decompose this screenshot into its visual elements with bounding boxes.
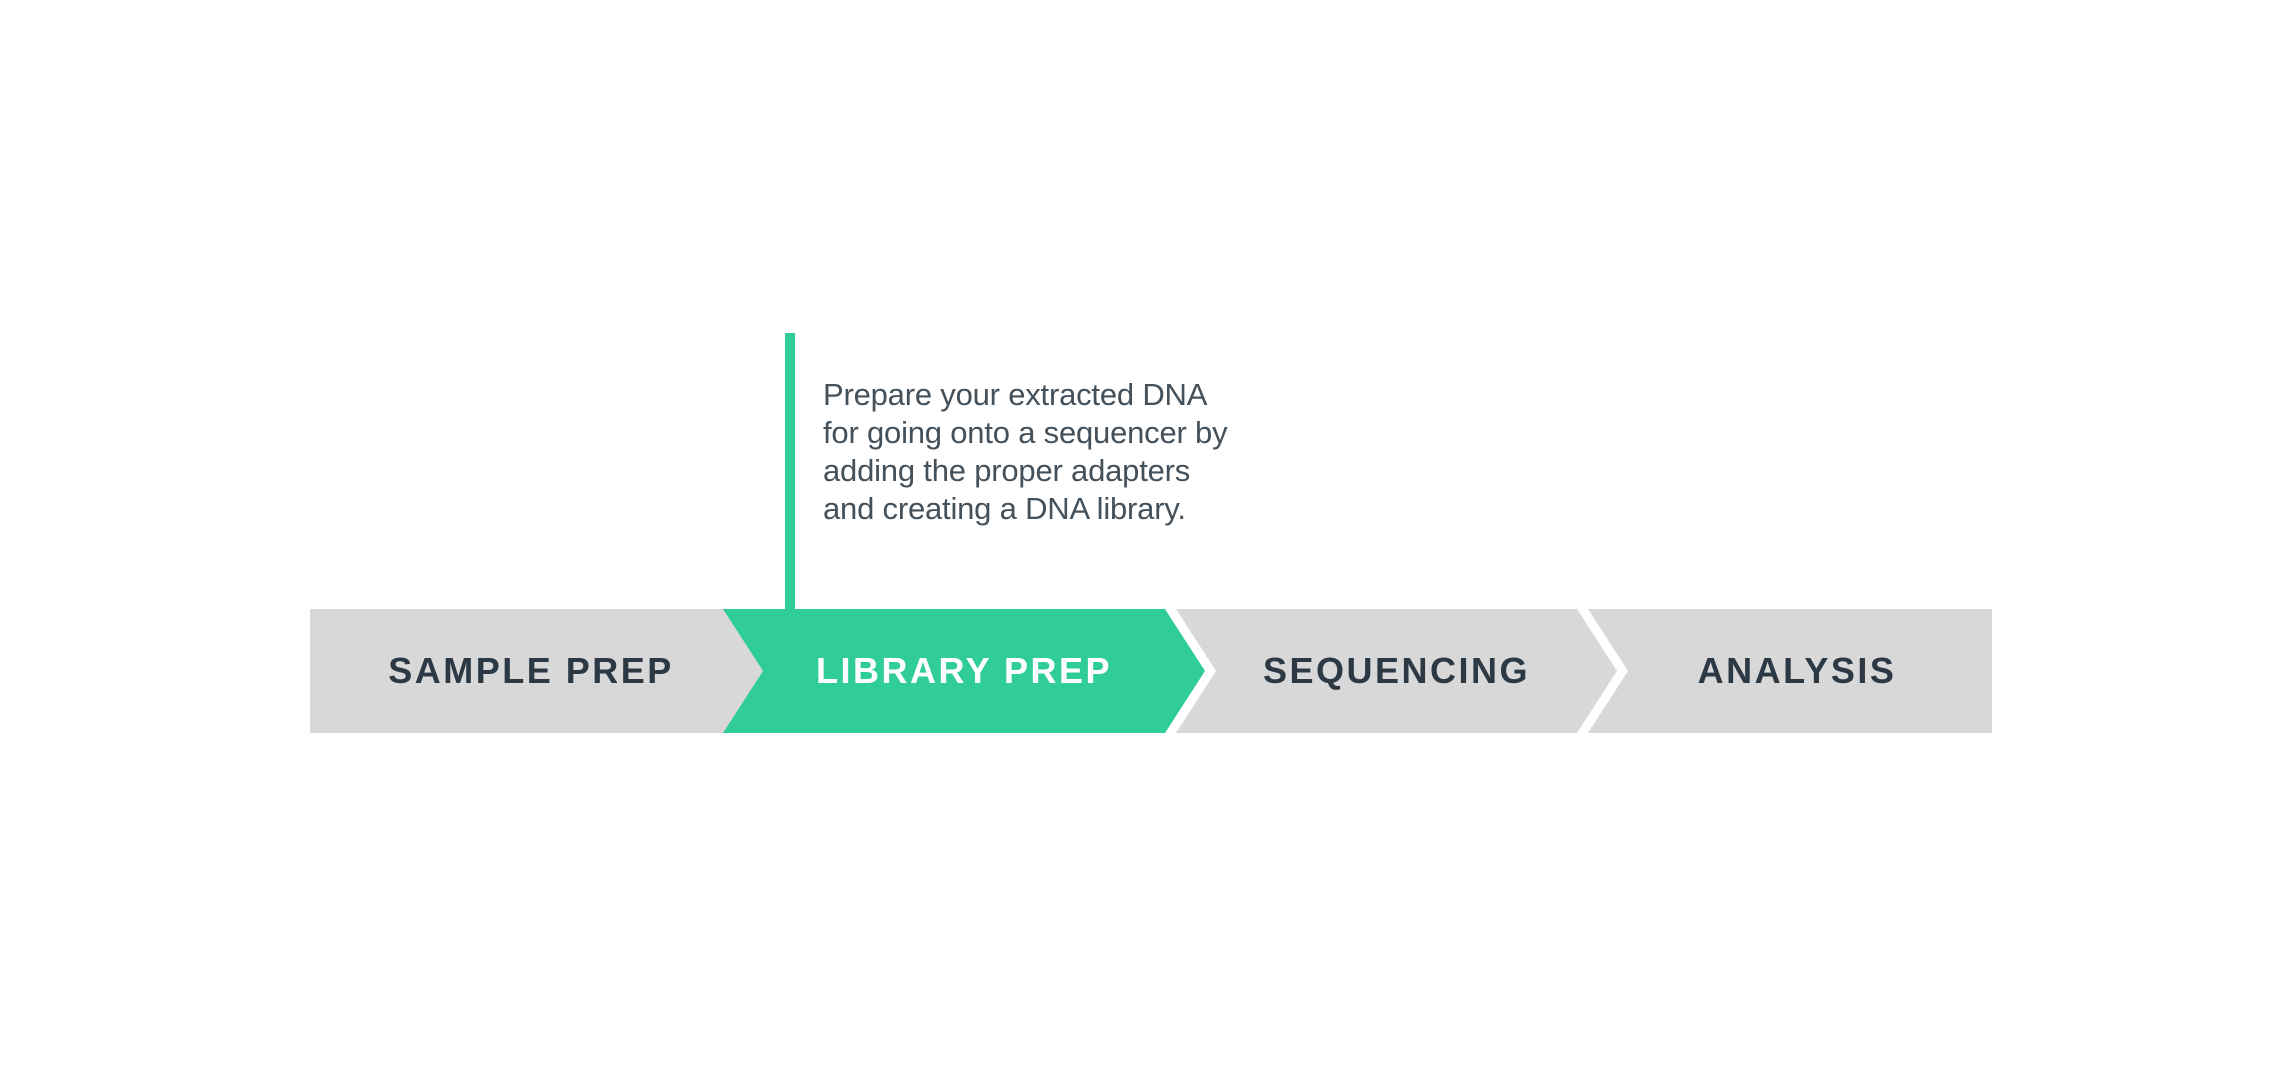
callout-connector-line	[785, 333, 795, 610]
step-sequencing[interactable]: SEQUENCING	[1176, 609, 1617, 733]
step-library-prep[interactable]: LIBRARY PREP	[723, 609, 1205, 733]
step-sample-prep[interactable]: SAMPLE PREP	[310, 609, 766, 733]
step-label: LIBRARY PREP	[815, 650, 1113, 691]
step-label: ANALYSIS	[1697, 650, 1897, 691]
process-bar: SAMPLE PREP LIBRARY PREP SEQUENCING ANAL…	[0, 609, 2288, 733]
callout-description: Prepare your extracted DNA for going ont…	[823, 376, 1228, 528]
callout-line: adding the proper adapters	[823, 453, 1191, 488]
step-label: SEQUENCING	[1262, 650, 1531, 691]
callout-line: Prepare your extracted DNA	[823, 377, 1208, 412]
callout-line: and creating a DNA library.	[823, 491, 1186, 526]
step-label: SAMPLE PREP	[388, 650, 674, 691]
callout-line: for going onto a sequencer by	[823, 415, 1228, 450]
step-analysis[interactable]: ANALYSIS	[1588, 609, 1992, 733]
